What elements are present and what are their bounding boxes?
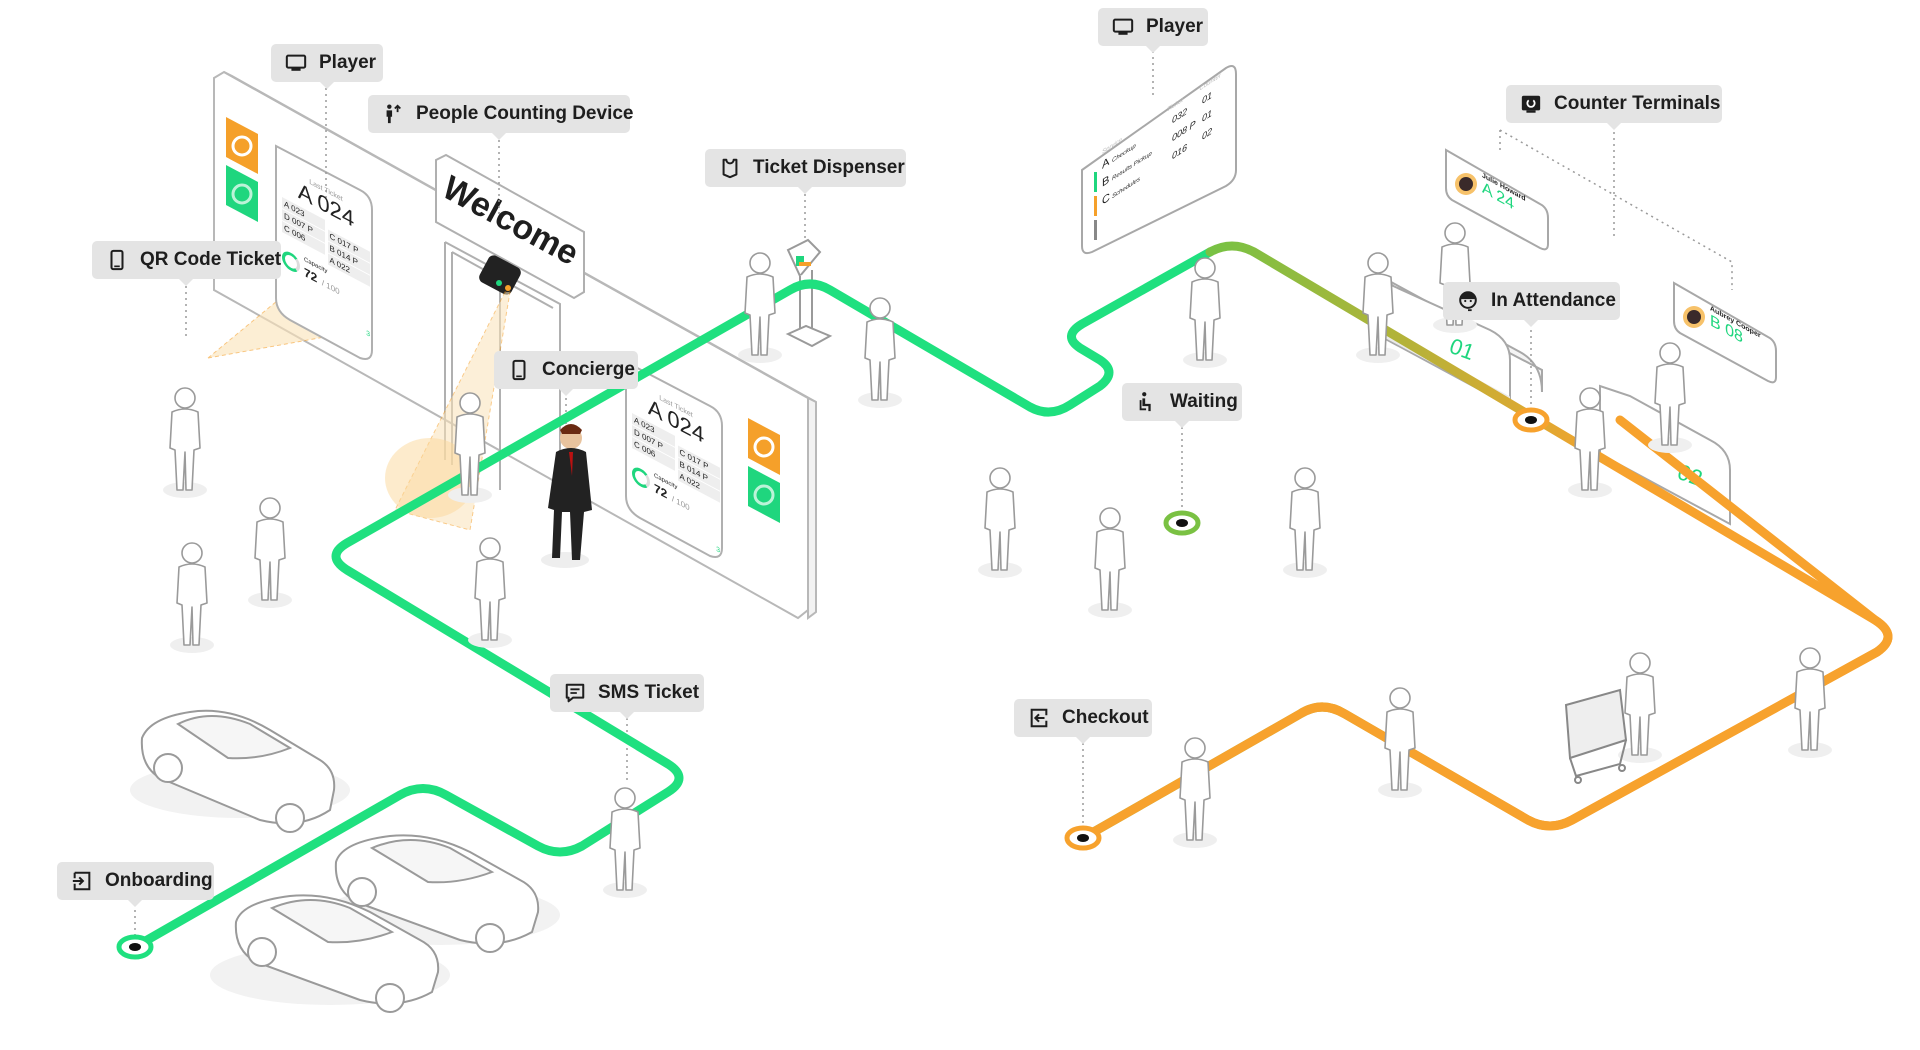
- status-tiles-left: [226, 117, 258, 222]
- label-text: People Counting Device: [416, 103, 634, 124]
- capacity-ring-icon: [632, 464, 650, 492]
- node-waiting: [1163, 510, 1201, 536]
- monitor-icon: [1112, 18, 1134, 35]
- person-figure: [1356, 252, 1400, 363]
- chat-message-icon: [565, 683, 585, 703]
- car: [130, 709, 350, 833]
- shopping-cart: [1564, 688, 1628, 784]
- label-text: Ticket Dispenser: [753, 157, 905, 178]
- label-in-attendance[interactable]: In Attendance: [1443, 282, 1620, 320]
- person-figure: [738, 252, 782, 363]
- person-up-arrow-icon: [386, 104, 401, 124]
- ticket-dispenser-kiosk: [785, 238, 833, 348]
- label-connectors: [134, 45, 1733, 942]
- person-figure: [170, 542, 214, 653]
- smartphone-icon: [512, 359, 526, 381]
- person-figure: [1378, 687, 1422, 798]
- node-checkout: [1064, 825, 1102, 851]
- label-text: Onboarding: [105, 870, 213, 891]
- person-figure: [1173, 737, 1217, 848]
- person-figure: [603, 787, 647, 898]
- person-figure: [1283, 467, 1327, 578]
- label-waiting[interactable]: Waiting: [1122, 383, 1242, 421]
- person-figure: [1088, 507, 1132, 618]
- queue-player-board: [1081, 65, 1237, 255]
- node-in-attendance: [1512, 407, 1550, 433]
- path-segment-service-orange: [1078, 415, 1893, 843]
- label-people-counting-device[interactable]: People Counting Device: [368, 95, 634, 133]
- label-text: Waiting: [1170, 391, 1238, 412]
- label-concierge[interactable]: Concierge: [494, 351, 638, 389]
- person-figure: [1618, 652, 1662, 763]
- label-ticket-dispenser[interactable]: Ticket Dispenser: [705, 149, 906, 187]
- counter-terminal-screen-01: [1445, 148, 1549, 251]
- person-figure: [1568, 387, 1612, 498]
- path-segment-onboarding: [130, 247, 1215, 952]
- label-sms-ticket[interactable]: SMS Ticket: [550, 674, 704, 712]
- service-letter: B: [1102, 173, 1110, 190]
- status-tiles-right: [748, 418, 780, 523]
- person-figure: [858, 297, 902, 408]
- parked-cars: [130, 709, 560, 1013]
- person-figure: [248, 497, 292, 608]
- journey-nodes: [116, 407, 1550, 960]
- person-figure: [448, 392, 492, 503]
- node-onboarding: [116, 934, 154, 960]
- label-qr-code-ticket[interactable]: QR Code Ticket: [92, 241, 281, 279]
- smartphone-icon: [110, 249, 124, 271]
- label-checkout[interactable]: Checkout: [1014, 699, 1152, 737]
- capacity-max: / 100: [671, 494, 690, 513]
- label-text: Player: [319, 52, 377, 73]
- label-player-left[interactable]: Player: [271, 44, 383, 82]
- label-text: QR Code Ticket: [140, 249, 282, 270]
- terminal-refresh-icon: [1521, 95, 1541, 113]
- car: [210, 894, 450, 1013]
- label-text: SMS Ticket: [598, 682, 700, 703]
- label-player-right[interactable]: Player: [1098, 8, 1208, 46]
- customer-journey-path: [130, 241, 1893, 952]
- label-text: In Attendance: [1491, 290, 1616, 311]
- label-onboarding[interactable]: Onboarding: [57, 862, 214, 900]
- label-text: Checkout: [1062, 707, 1149, 728]
- person-figure: [1788, 647, 1832, 758]
- sign-out-icon: [1030, 708, 1048, 728]
- seated-person-icon: [1139, 392, 1151, 412]
- capacity-ring-icon: [282, 248, 300, 276]
- headset-agent-icon: [1459, 291, 1477, 312]
- capacity-value: 72: [304, 264, 318, 286]
- counter-terminal-screen-02: [1673, 281, 1777, 384]
- label-counter-terminals[interactable]: Counter Terminals: [1506, 85, 1722, 123]
- capacity-value: 72: [654, 480, 668, 502]
- ticket-icon: [722, 158, 738, 179]
- person-figure: [163, 387, 207, 498]
- sign-in-icon: [72, 871, 91, 891]
- concierge-figure: [541, 424, 592, 568]
- service-letter: A: [1102, 155, 1110, 172]
- label-text: Counter Terminals: [1554, 93, 1721, 114]
- monitor-icon: [285, 54, 307, 71]
- person-figure: [1183, 257, 1227, 368]
- person-figure: [978, 467, 1022, 578]
- person-figure: [468, 537, 512, 648]
- label-text: Concierge: [542, 359, 635, 380]
- person-figure: [1648, 342, 1692, 453]
- capacity-max: / 100: [321, 278, 340, 297]
- label-text: Player: [1146, 16, 1204, 37]
